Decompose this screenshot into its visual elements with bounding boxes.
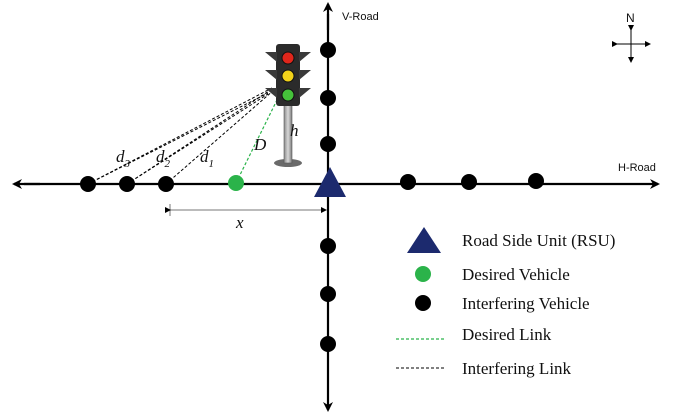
interfering-vehicle [158,176,174,192]
h-road-vehicles [80,173,544,192]
legend-desired-link-label: Desired Link [462,325,552,344]
legend-desired-vehicle-label: Desired Vehicle [462,265,570,284]
interfering-vehicle [400,174,416,190]
interfering-vehicle [528,173,544,189]
legend-interfering-link-label: Interfering Link [462,359,572,378]
legend-rsu-label: Road Side Unit (RSU) [462,231,615,250]
interfering-link-d3b [87,92,269,185]
interfering-vehicle [320,136,336,152]
interfering-vehicle [320,336,336,352]
interfering-vehicle [320,90,336,106]
label-x: x [235,213,244,232]
interfering-link-d3 [87,87,273,185]
v-road-label: V-Road [342,11,379,23]
compass-north-label: N [626,11,635,25]
label-d1: d1 [200,147,214,170]
legend-interfering-vehicle-label: Interfering Vehicle [462,294,590,313]
desired-link [235,99,278,184]
x-dimension: x [165,204,327,232]
interfering-vehicle [320,238,336,254]
legend-interfering-vehicle-marker [415,295,431,311]
interfering-links [87,87,275,185]
h-road-label: H-Road [618,162,656,174]
label-d3: d3 [116,147,131,170]
interfering-vehicle [80,176,96,192]
interfering-vehicle [320,286,336,302]
rsu-triangle [314,167,346,197]
legend-desired-vehicle-marker [415,266,431,282]
legend-rsu-marker [407,227,441,253]
interfering-vehicle [461,174,477,190]
label-h: h [290,121,299,140]
interfering-link-d2 [126,88,273,185]
legend: Road Side Unit (RSU) Desired Vehicle Int… [396,227,615,378]
label-d2: d2 [156,147,171,170]
interfering-vehicle [119,176,135,192]
traffic-light-icon [265,44,311,167]
interfering-vehicle [320,42,336,58]
compass-icon: N [612,11,651,63]
interfering-link-d2b [126,93,269,185]
desired-vehicle [228,175,244,191]
interfering-link-d1 [165,89,275,185]
v-road-vehicles [320,42,336,352]
label-D: D [253,135,267,154]
